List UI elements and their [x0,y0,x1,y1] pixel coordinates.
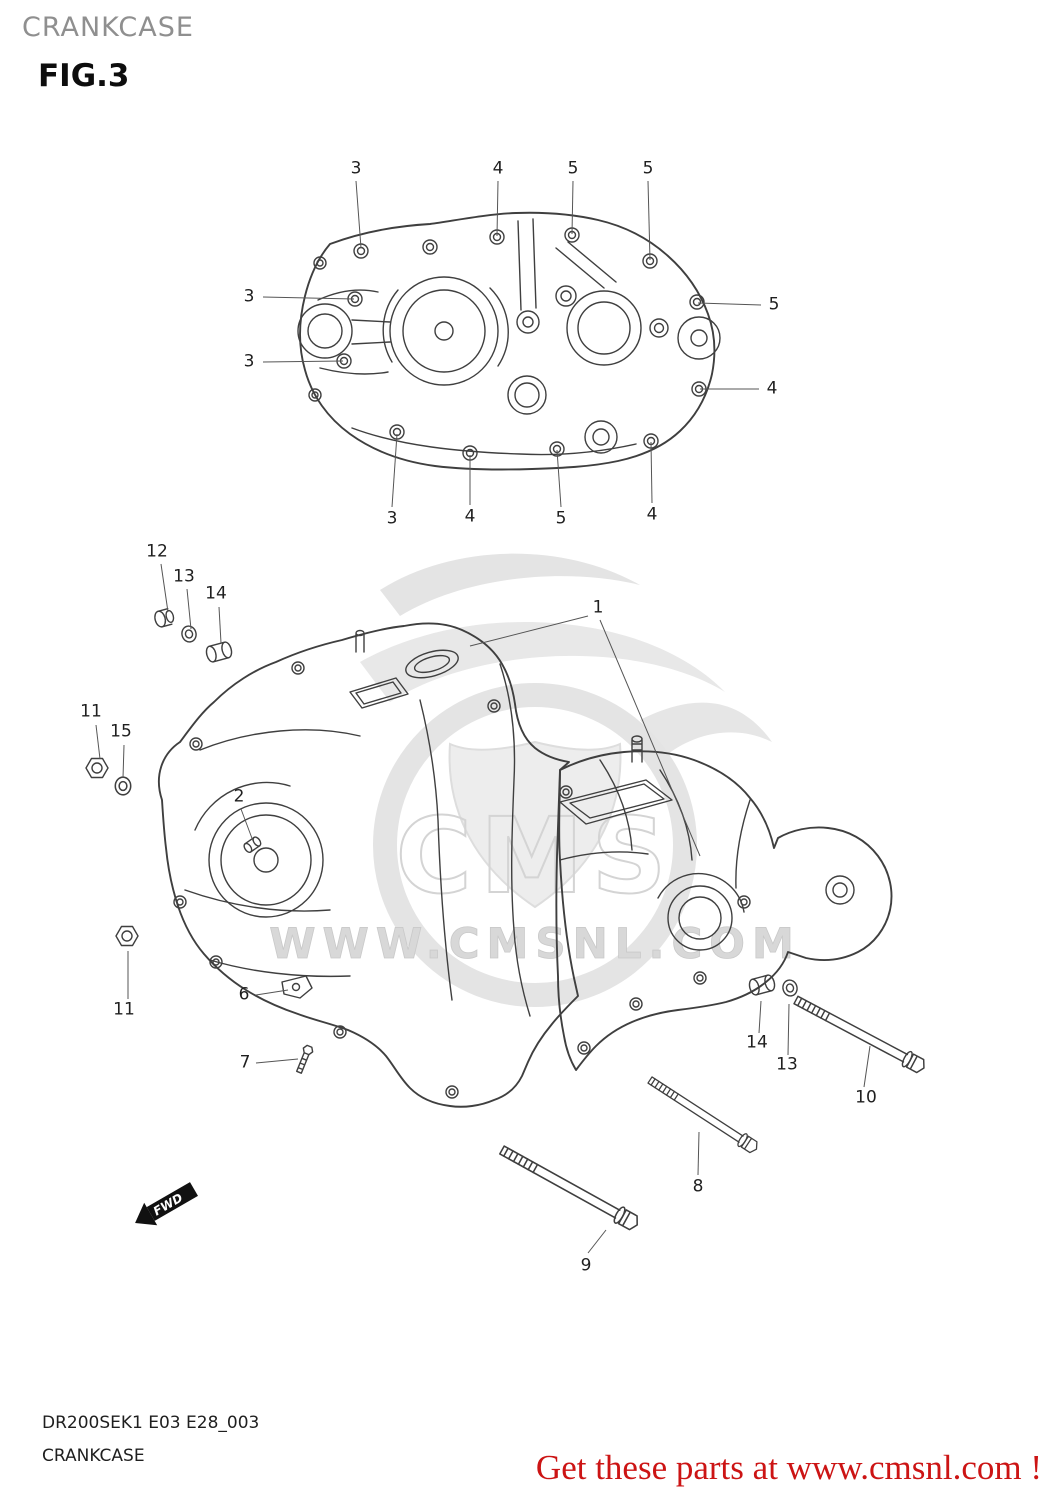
bushing-14-drawing [204,640,234,664]
callout-15: 15 [110,721,132,742]
callout-12: 12 [146,541,168,562]
callout-14: 14 [205,583,227,604]
callout-2: 2 [233,786,245,807]
callout-10: 10 [855,1087,877,1108]
callout-5: 5 [768,294,780,315]
callout-13: 13 [776,1054,798,1075]
bolt-8-drawing [645,1073,762,1156]
nut-11-drawing [85,757,109,779]
figure-label: FIG.3 [38,58,130,94]
fastener-parts [85,607,929,1234]
nut-11b-drawing [115,925,139,947]
callout-3: 3 [243,351,255,372]
model-code: DR200SEK1 E03 E28_003 [42,1413,260,1433]
callout-4: 4 [646,504,658,525]
callout-11: 11 [113,999,135,1020]
callout-3: 3 [350,158,362,179]
washer-15-drawing [114,776,132,796]
washer-13b-drawing [780,977,800,999]
callout-8: 8 [692,1176,704,1197]
callout-6: 6 [238,984,250,1005]
diagram-title: CRANKCASE [42,1446,145,1466]
watermark-url-text: WWW.CMSNL.COM [269,919,801,968]
callout-4: 4 [766,378,778,399]
callout-1: 1 [592,597,604,618]
callout-4: 4 [464,506,476,527]
bolt-9-drawing [496,1141,643,1234]
callout-5: 5 [642,158,654,179]
callout-9: 9 [580,1255,592,1276]
plug-12-drawing [152,607,176,629]
callout-4: 4 [492,158,504,179]
upper-crankcase-drawing [297,211,721,471]
page-title: CRANKCASE [22,12,194,43]
washer-13-drawing [179,623,199,645]
callout-5: 5 [567,158,579,179]
cms-watermark: CMS WWW.CMSNL.COM [269,553,801,1007]
callout-7: 7 [239,1052,251,1073]
callout-11: 11 [80,701,102,722]
callout-13: 13 [173,566,195,587]
callout-3: 3 [386,508,398,529]
leader-lines [95,180,871,1254]
bracket-6-drawing [281,975,313,999]
fwd-arrow: FWD [135,1182,198,1226]
bolt-7-drawing [295,1044,314,1074]
bolt-10-drawing [791,991,929,1077]
callout-3: 3 [243,286,255,307]
callout-5: 5 [555,508,567,529]
callout-14: 14 [746,1032,768,1053]
promo-link[interactable]: Get these parts at www.cmsnl.com ! [535,1448,1042,1487]
